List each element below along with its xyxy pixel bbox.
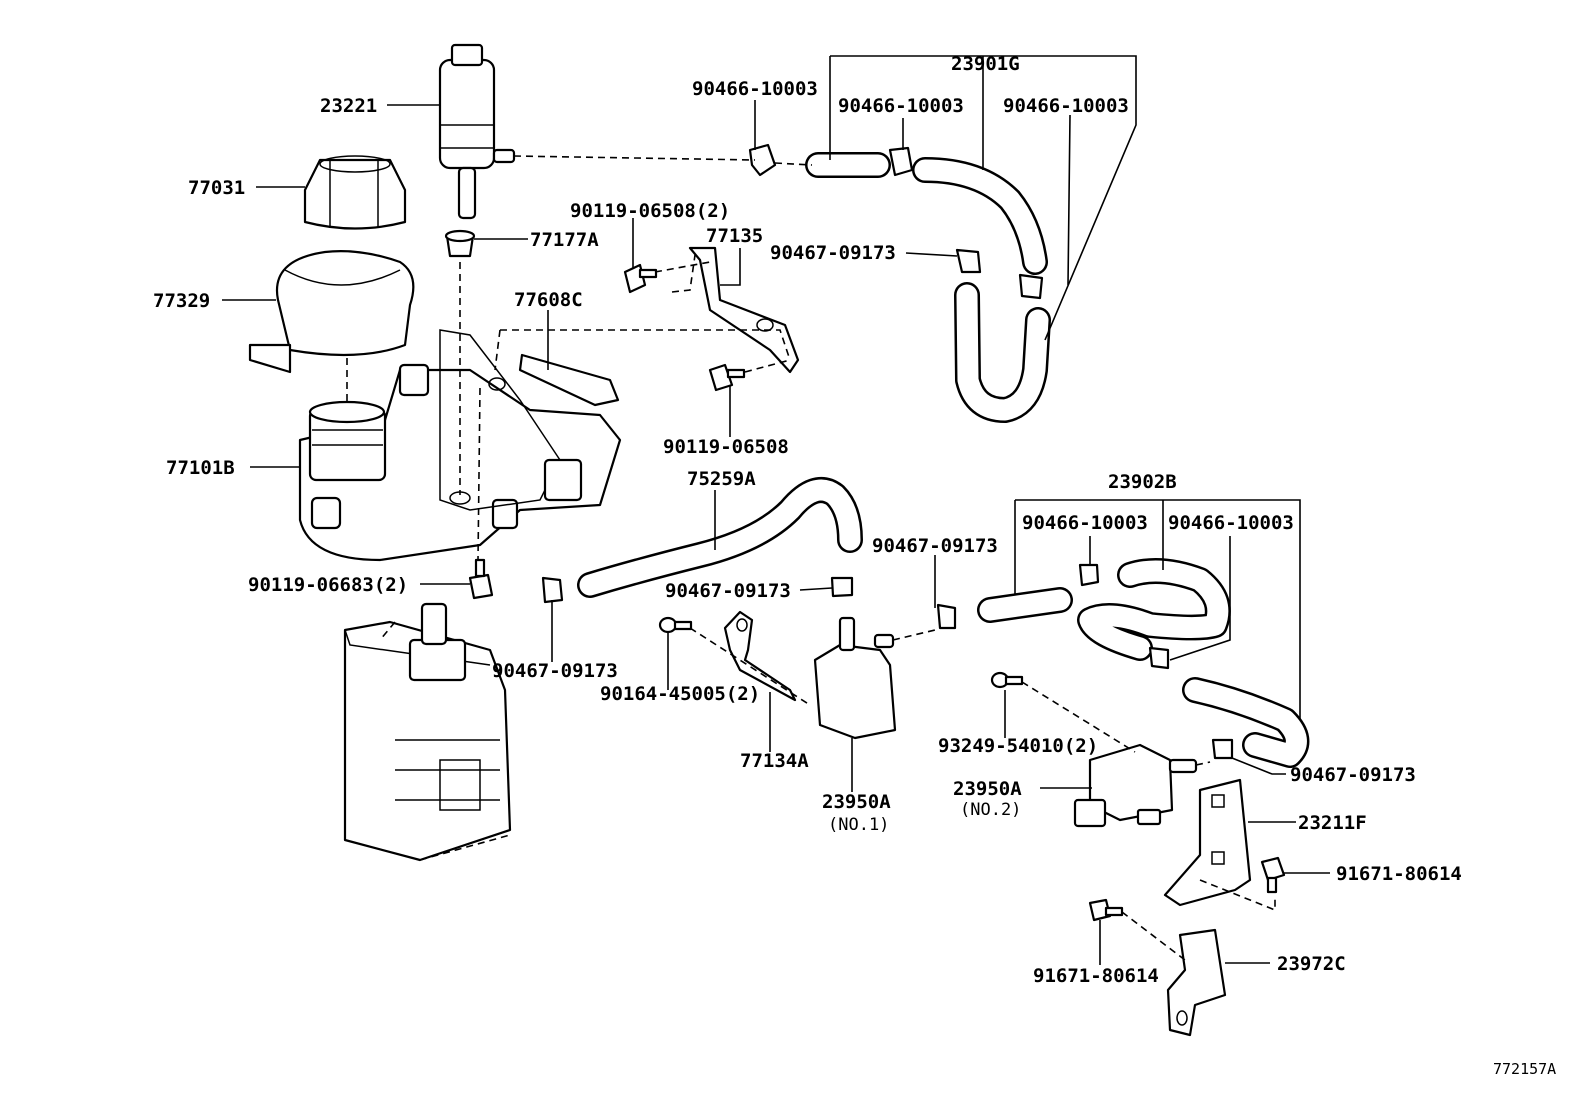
label-93249-54010-2: 93249-54010(2)	[938, 735, 1098, 757]
vsv-no2	[1073, 743, 1198, 828]
bolt-91671-right	[1260, 856, 1286, 894]
assembly-lines	[346, 155, 1276, 961]
bolt-91671-left	[1088, 898, 1124, 922]
label-23950a-no1: 23950A	[822, 791, 891, 813]
filter-insulator	[248, 250, 415, 374]
charcoal-canister	[343, 602, 512, 862]
bracket-23972c	[1166, 928, 1227, 1037]
hose-23902b	[977, 558, 1310, 768]
label-90466-10003-a: 90466-10003	[692, 78, 818, 100]
label-23221: 23221	[320, 95, 377, 117]
label-23902b: 23902B	[1108, 471, 1177, 493]
label-77031: 77031	[188, 177, 245, 199]
label-90164-45005-2: 90164-45005(2)	[600, 683, 760, 705]
label-90119-06683-2: 90119-06683(2)	[248, 574, 408, 596]
grommet	[444, 229, 476, 258]
label-90466-10003-c: 90466-10003	[1003, 95, 1129, 117]
label-77101b: 77101B	[166, 457, 235, 479]
bracket-23211f	[1163, 778, 1252, 907]
label-23211f: 23211F	[1298, 812, 1367, 834]
label-23972c: 23972C	[1277, 953, 1346, 975]
label-77177a: 77177A	[530, 229, 599, 251]
label-77135: 77135	[706, 225, 763, 247]
hose-23901g	[805, 152, 1051, 423]
label-75259a: 75259A	[687, 468, 756, 490]
label-23950a-no2-sub: (NO.2)	[960, 800, 1021, 820]
label-77134a: 77134A	[740, 750, 809, 772]
bolt-90119-06508-a	[623, 263, 658, 294]
label-23901g: 23901G	[951, 53, 1020, 75]
label-90467-09173-br: 90467-09173	[1290, 764, 1416, 786]
label-91671-80614-r: 91671-80614	[1336, 863, 1462, 885]
washer-pump-motor	[438, 43, 516, 220]
label-90467-09173-mid: 90467-09173	[665, 580, 791, 602]
label-90466-10003-d: 90466-10003	[1022, 512, 1148, 534]
bracket-77135	[688, 246, 800, 374]
label-23950a-no1-sub: (NO.1)	[828, 815, 889, 835]
label-90467-09173-right: 90467-09173	[872, 535, 998, 557]
label-23950a-no2: 23950A	[953, 778, 1022, 800]
label-90119-06508: 90119-06508	[663, 436, 789, 458]
label-90467-09173-left: 90467-09173	[492, 660, 618, 682]
label-90119-06508-2: 90119-06508(2)	[570, 200, 730, 222]
label-90466-10003-e: 90466-10003	[1168, 512, 1294, 534]
screw-90164	[658, 616, 693, 634]
bracket-77134a	[723, 610, 797, 702]
bolt-90119-06683	[468, 558, 494, 600]
hose-75259a	[577, 477, 863, 598]
fuel-tank	[298, 329, 622, 562]
leader-lines	[222, 55, 1330, 965]
label-90467-09173-top: 90467-09173	[770, 242, 896, 264]
figure-id: 772157A	[1493, 1060, 1556, 1078]
label-90466-10003-b: 90466-10003	[838, 95, 964, 117]
label-77608c: 77608C	[514, 289, 583, 311]
label-77329: 77329	[153, 290, 210, 312]
bolt-90119-06508-b	[708, 363, 746, 392]
strap	[518, 353, 620, 407]
vsv-no1	[813, 616, 897, 740]
screw-93249	[990, 671, 1024, 689]
label-91671-80614-l: 91671-80614	[1033, 965, 1159, 987]
tank-cap	[303, 155, 407, 230]
hose-clips	[541, 143, 1234, 760]
